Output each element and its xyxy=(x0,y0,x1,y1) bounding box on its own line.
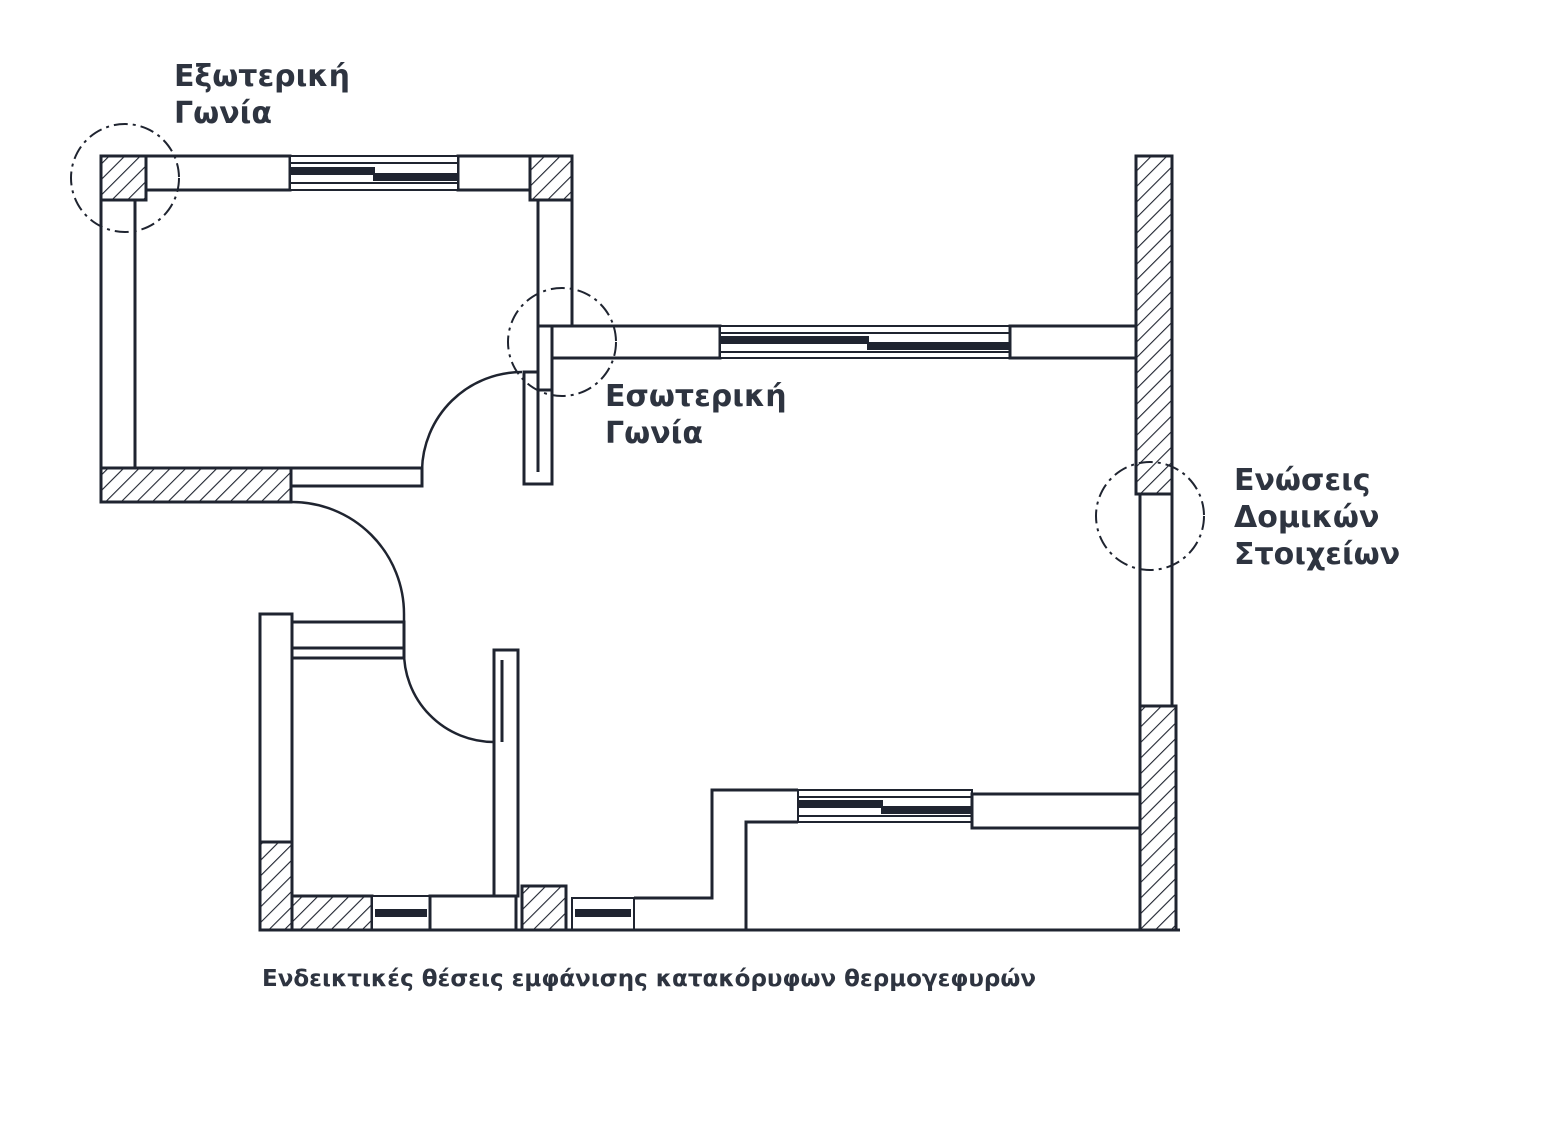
window-top-room xyxy=(289,155,459,191)
wall-right-joint xyxy=(1138,492,1174,708)
marker-interior-corner xyxy=(507,287,617,397)
door-swing-left xyxy=(291,500,406,622)
label-interior-corner-line1: Εσωτερική xyxy=(605,379,787,414)
wall-lower-bottom-2 xyxy=(428,894,518,932)
wall-lower-left xyxy=(258,612,294,844)
wall-bottom-left xyxy=(289,466,424,488)
wall-lower-upper xyxy=(290,620,406,650)
wall-middle-1 xyxy=(550,324,722,360)
window-bottom-middle xyxy=(571,897,635,931)
hatched-corner-top-left xyxy=(99,154,148,202)
label-exterior-corner-line1: Εξωτερική xyxy=(174,59,350,94)
partition-lower xyxy=(492,648,520,898)
wall-left xyxy=(99,198,137,470)
wall-lower-right xyxy=(970,792,1142,830)
wall-middle-2 xyxy=(1008,324,1140,360)
door-swing-upper xyxy=(420,370,523,486)
label-element-joints-line3: Στοιχείων xyxy=(1234,537,1401,573)
wall-step xyxy=(634,788,798,900)
label-element-joints: Ενώσεις Δομικών Στοιχείων xyxy=(1234,462,1400,574)
label-interior-corner: Εσωτερική Γωνία xyxy=(605,378,787,452)
marker-element-joints xyxy=(1095,461,1205,571)
label-interior-corner-line2: Γωνία xyxy=(605,416,703,452)
hatched-block-bottom xyxy=(520,884,568,932)
hatched-corner-lower-left xyxy=(258,840,294,932)
door-swing-lower xyxy=(402,649,495,744)
wall-lower-inner xyxy=(290,646,406,660)
label-exterior-corner: Εξωτερική Γωνία xyxy=(174,58,350,132)
wall-top-left-1 xyxy=(144,154,292,192)
hatched-wall-right-bottom xyxy=(1138,704,1178,932)
hatched-wall-bottom-left xyxy=(99,466,293,504)
window-middle xyxy=(719,325,1011,359)
hatched-corner-top-right xyxy=(528,154,574,202)
wall-room-right xyxy=(536,198,574,328)
window-lower-right xyxy=(797,789,973,823)
partition-t-junction xyxy=(536,324,554,392)
hatched-wall-lower-bottom xyxy=(290,894,374,932)
label-exterior-corner-line2: Γωνία xyxy=(174,96,272,132)
hatched-wall-right-top xyxy=(1134,154,1174,496)
diagram-caption: Ενδεικτικές θέσεις εμφάνισης κατακόρυφων… xyxy=(262,966,1037,992)
wall-top-left-2 xyxy=(456,154,532,192)
marker-exterior-corner xyxy=(70,123,180,233)
window-lower-left xyxy=(371,895,431,931)
label-element-joints-line2: Δομικών xyxy=(1234,500,1380,536)
label-element-joints-line1: Ενώσεις xyxy=(1234,463,1371,498)
